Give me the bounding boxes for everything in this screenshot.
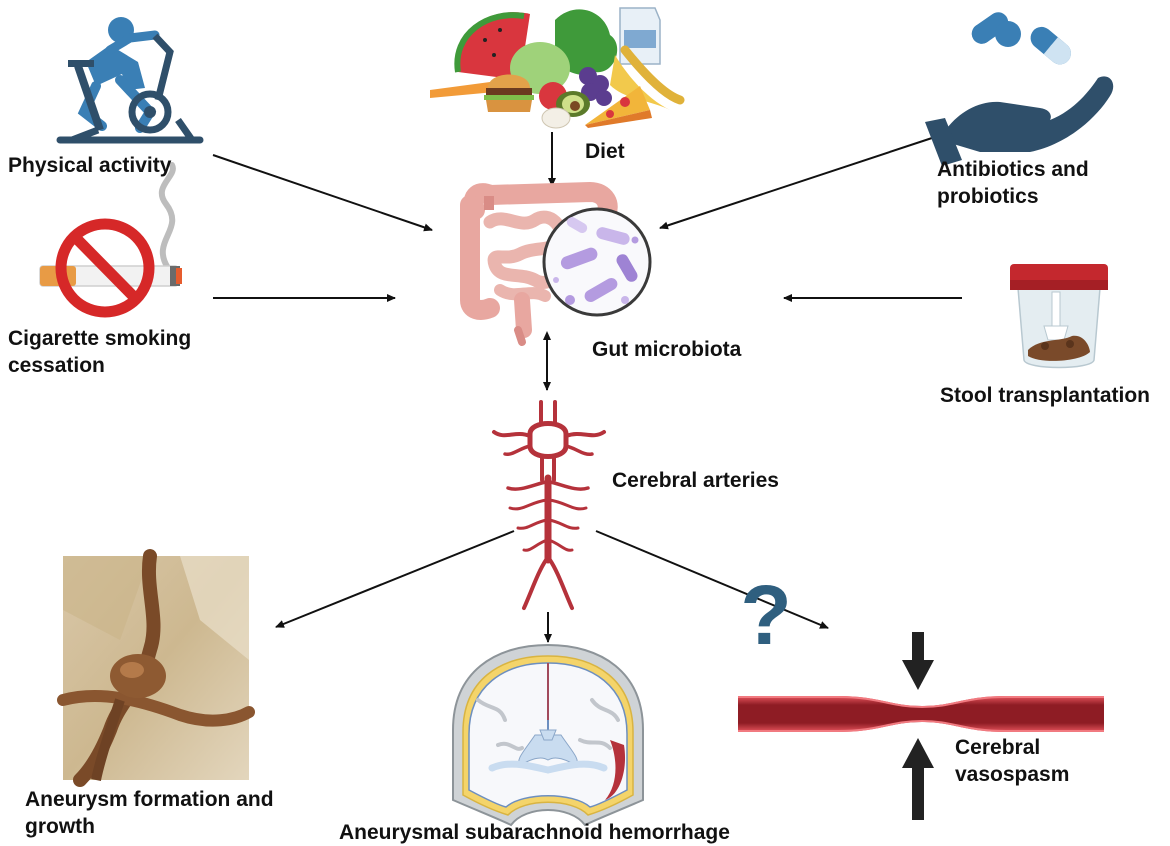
- subarachnoid-hemorrhage-label: Aneurysmal subarachnoid hemorrhage: [339, 821, 730, 844]
- smoking-cessation-label-line2: cessation: [8, 354, 105, 377]
- arrows: [212, 132, 962, 643]
- cerebral-vasospasm-label-line2: vasospasm: [955, 763, 1070, 786]
- vessel-constriction-icon: [738, 632, 1104, 820]
- food-icon: [430, 7, 685, 129]
- aneurysm-formation-label-line2: growth: [25, 815, 95, 838]
- stool-transplantation-label: Stool transplantation: [940, 384, 1150, 407]
- aneurysm-photo: [57, 549, 255, 787]
- arrow-antibiotics-to-gut: [659, 137, 933, 230]
- bacteria-icon: [542, 207, 652, 317]
- question-mark-text: ?: [740, 568, 791, 662]
- exercise-bike-icon: [56, 17, 204, 144]
- artery-tree-icon: [492, 400, 606, 610]
- antibiotics-probiotics-label-line1: Antibiotics and: [937, 158, 1089, 181]
- aneurysm-formation-label-line1: Aneurysm formation and: [25, 788, 274, 811]
- arrow-arteries-to-vasospasm: [595, 530, 829, 629]
- smoking-cessation-label-line1: Cigarette smoking: [8, 327, 192, 350]
- antibiotics-probiotics-label-line2: probiotics: [937, 185, 1039, 208]
- physical-activity-label: Physical activity: [8, 154, 172, 177]
- cerebral-vasospasm-label-line1: Cerebral: [955, 736, 1041, 759]
- arrow-physical-to-gut: [212, 154, 433, 232]
- pill-hand-icon: [925, 12, 1114, 166]
- cerebral-arteries-label: Cerebral arteries: [612, 469, 779, 492]
- gut-microbiota-label: Gut microbiota: [592, 338, 742, 361]
- arrow-arteries-to-aneurysm: [275, 530, 515, 628]
- stool-jar-icon: [1010, 264, 1108, 369]
- no-smoking-icon: [39, 162, 182, 318]
- diet-label: Diet: [585, 140, 625, 163]
- brain-section-icon: [452, 643, 644, 827]
- intestine-icon: [460, 181, 618, 346]
